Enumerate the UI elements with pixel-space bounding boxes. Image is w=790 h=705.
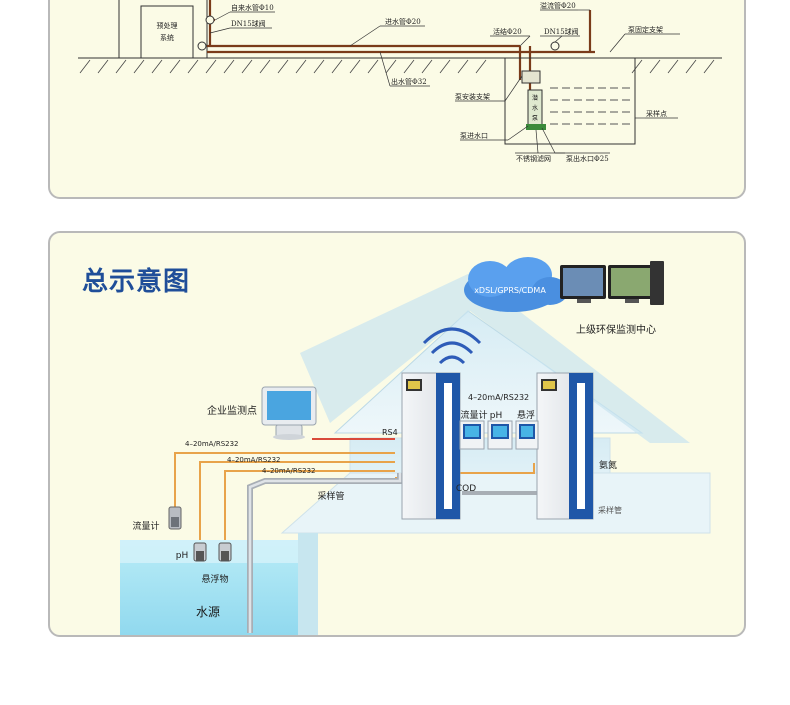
signal-label-2: 4–20mA/RS232 [227, 456, 281, 464]
water-source-body [120, 540, 298, 635]
pretreat-label-2: 系统 [160, 33, 174, 42]
instrument-ss-icon [515, 420, 539, 450]
steel-mesh [526, 124, 546, 130]
pump-outlet-label: 泵出水口Φ25 [566, 154, 609, 163]
flow-meter-label: 流量计 [132, 520, 159, 532]
monitoring-center-computer-icon [560, 261, 664, 305]
overview-diagram: xDSL/GPRS/CDMA 上级环保监测中心 企业监测点 [120, 257, 711, 635]
cloud-label: xDSL/GPRS/CDMA [474, 286, 546, 295]
inlet-pipe-label: 进水管Φ20 [385, 17, 421, 26]
outlet-pipe-label: 出水管Φ32 [391, 77, 427, 86]
water-surface [120, 540, 298, 563]
dn15-valve-a-label: DN15球阀 [231, 19, 266, 28]
overflow-label: 溢流管Φ20 [540, 1, 576, 10]
cod-label: COD [456, 484, 476, 494]
cloud-icon [464, 257, 568, 312]
sampling-pipe-label: 采样管 [317, 490, 344, 502]
sampling-point-label: 采样点 [646, 109, 667, 118]
overview-panel: 总示意图 [48, 231, 746, 637]
pump-inlet-label: 泵进水口 [460, 131, 488, 140]
wireless-icon [422, 327, 482, 365]
ph-sensor-icon [193, 542, 207, 562]
tap-water-label: 自来水管Φ10 [231, 3, 274, 12]
water-source-label: 水源 [196, 605, 220, 619]
instrument-flow-icon [459, 420, 485, 450]
monitoring-center-label: 上级环保监测中心 [576, 323, 656, 336]
inner-flow-label: 流量计 [460, 409, 487, 421]
ammonia-label: 氨氮 [599, 459, 617, 471]
flow-meter-icon [168, 506, 182, 530]
pretreat-label-1: 预处理 [157, 21, 178, 30]
inner-ph-label: pH [490, 411, 502, 421]
installation-drawing-panel: 预处理 系统 [48, 0, 746, 199]
check-valve-label: 活结Φ20 [493, 27, 522, 36]
enterprise-label: 企业监测点 [207, 404, 257, 417]
ground-hatching [79, 59, 715, 74]
house-floor [280, 472, 711, 534]
pump-label-3: 泵 [532, 115, 538, 122]
sampling-pipe-right-label: 采样管 [598, 505, 622, 515]
ss-sensor-icon [218, 542, 232, 562]
signal-label-3: 4–20mA/RS232 [262, 467, 316, 475]
inner-ss-label: 悬浮 [517, 409, 535, 421]
steel-mesh-label: 不锈钢滤网 [516, 154, 551, 163]
installation-drawing: 预处理 系统 [78, 0, 722, 163]
pump-mount-label: 泵安装支架 [455, 92, 490, 101]
water-edge [298, 533, 318, 635]
water-lines [550, 87, 630, 125]
instrument-ph-icon [487, 420, 513, 450]
overview-title: 总示意图 [82, 267, 191, 297]
ph-sensor-label: pH [176, 551, 188, 561]
analyzer-cabinet-left [401, 372, 461, 520]
signal-label-4: 4–20mA/RS232 [468, 393, 529, 402]
ss-sensor-label: 悬浮物 [201, 573, 228, 585]
pump-label-1: 潜 [532, 94, 538, 102]
analyzer-cabinet-right [536, 372, 594, 520]
pump-bracket-label: 泵固定支架 [628, 25, 663, 34]
dn15-valve-b-label: DN15球阀 [544, 27, 579, 36]
signal-label-1: 4–20mA/RS232 [185, 440, 239, 448]
enterprise-monitor-icon [261, 386, 317, 440]
valves [197, 15, 560, 51]
leader-lines [209, 9, 680, 154]
rs485-label: RS4 [382, 428, 398, 437]
pump-label-2: 水 [532, 104, 538, 112]
pump-mount [521, 70, 541, 84]
